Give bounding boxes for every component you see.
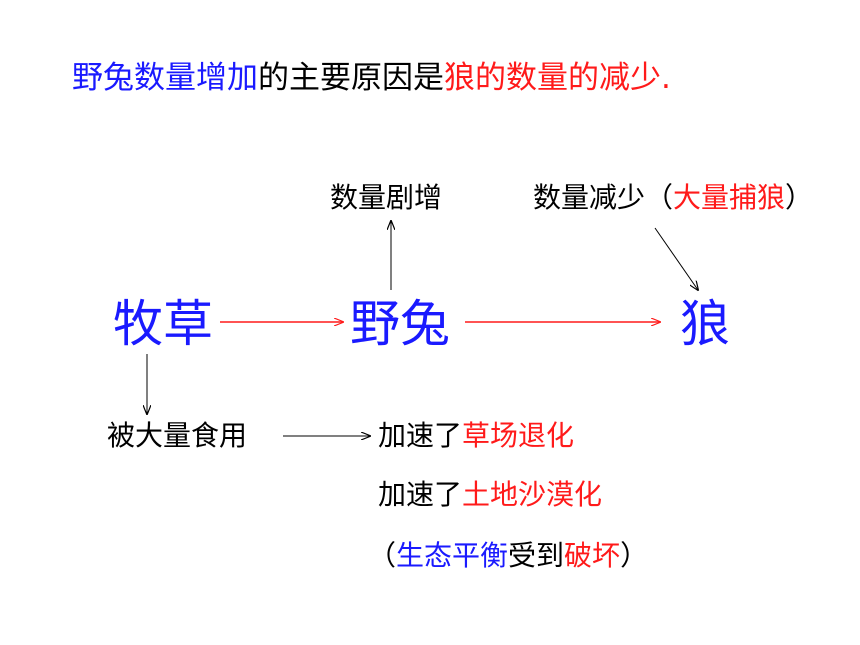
effect-grassland-prefix: 加速了 — [378, 419, 463, 452]
balance-blue: 生态平衡 — [396, 539, 509, 572]
effect-desert-prefix: 加速了 — [378, 478, 463, 511]
node-rabbit: 野兔 — [350, 295, 450, 353]
balance-mid: 受到 — [508, 539, 565, 572]
balance-close: ） — [620, 539, 649, 572]
effect-desert-red: 土地沙漠化 — [462, 478, 603, 511]
wolf-note-suffix: ） — [785, 181, 814, 214]
balance-open: （ — [368, 539, 397, 572]
ecology-balance: （生态平衡受到破坏） — [368, 538, 648, 574]
node-grass: 牧草 — [113, 295, 213, 353]
arrow-to-wolf — [654, 227, 698, 290]
wolf-note-prefix: 数量减少（ — [533, 181, 674, 214]
title-wolf-decrease: 狼的数量的减少 — [444, 60, 661, 96]
title-period: . — [661, 60, 671, 96]
page-title: 野兔数量增加的主要原因是狼的数量的减少. — [72, 58, 671, 98]
title-main-reason: 的主要原因是 — [258, 60, 444, 96]
effect-grassland: 加速了草场退化 — [378, 418, 574, 454]
balance-red: 破坏 — [564, 539, 621, 572]
rabbit-note: 数量剧增 — [330, 181, 443, 214]
wolf-note: 数量减少（大量捕狼） — [533, 180, 813, 216]
node-wolf: 狼 — [680, 295, 730, 353]
effect-desert: 加速了土地沙漠化 — [378, 477, 602, 513]
effect-grassland-red: 草场退化 — [462, 419, 575, 452]
eaten-note: 被大量食用 — [107, 419, 248, 452]
wolf-note-red: 大量捕狼 — [673, 181, 786, 214]
title-rabbit-increase: 野兔数量增加 — [72, 60, 258, 96]
